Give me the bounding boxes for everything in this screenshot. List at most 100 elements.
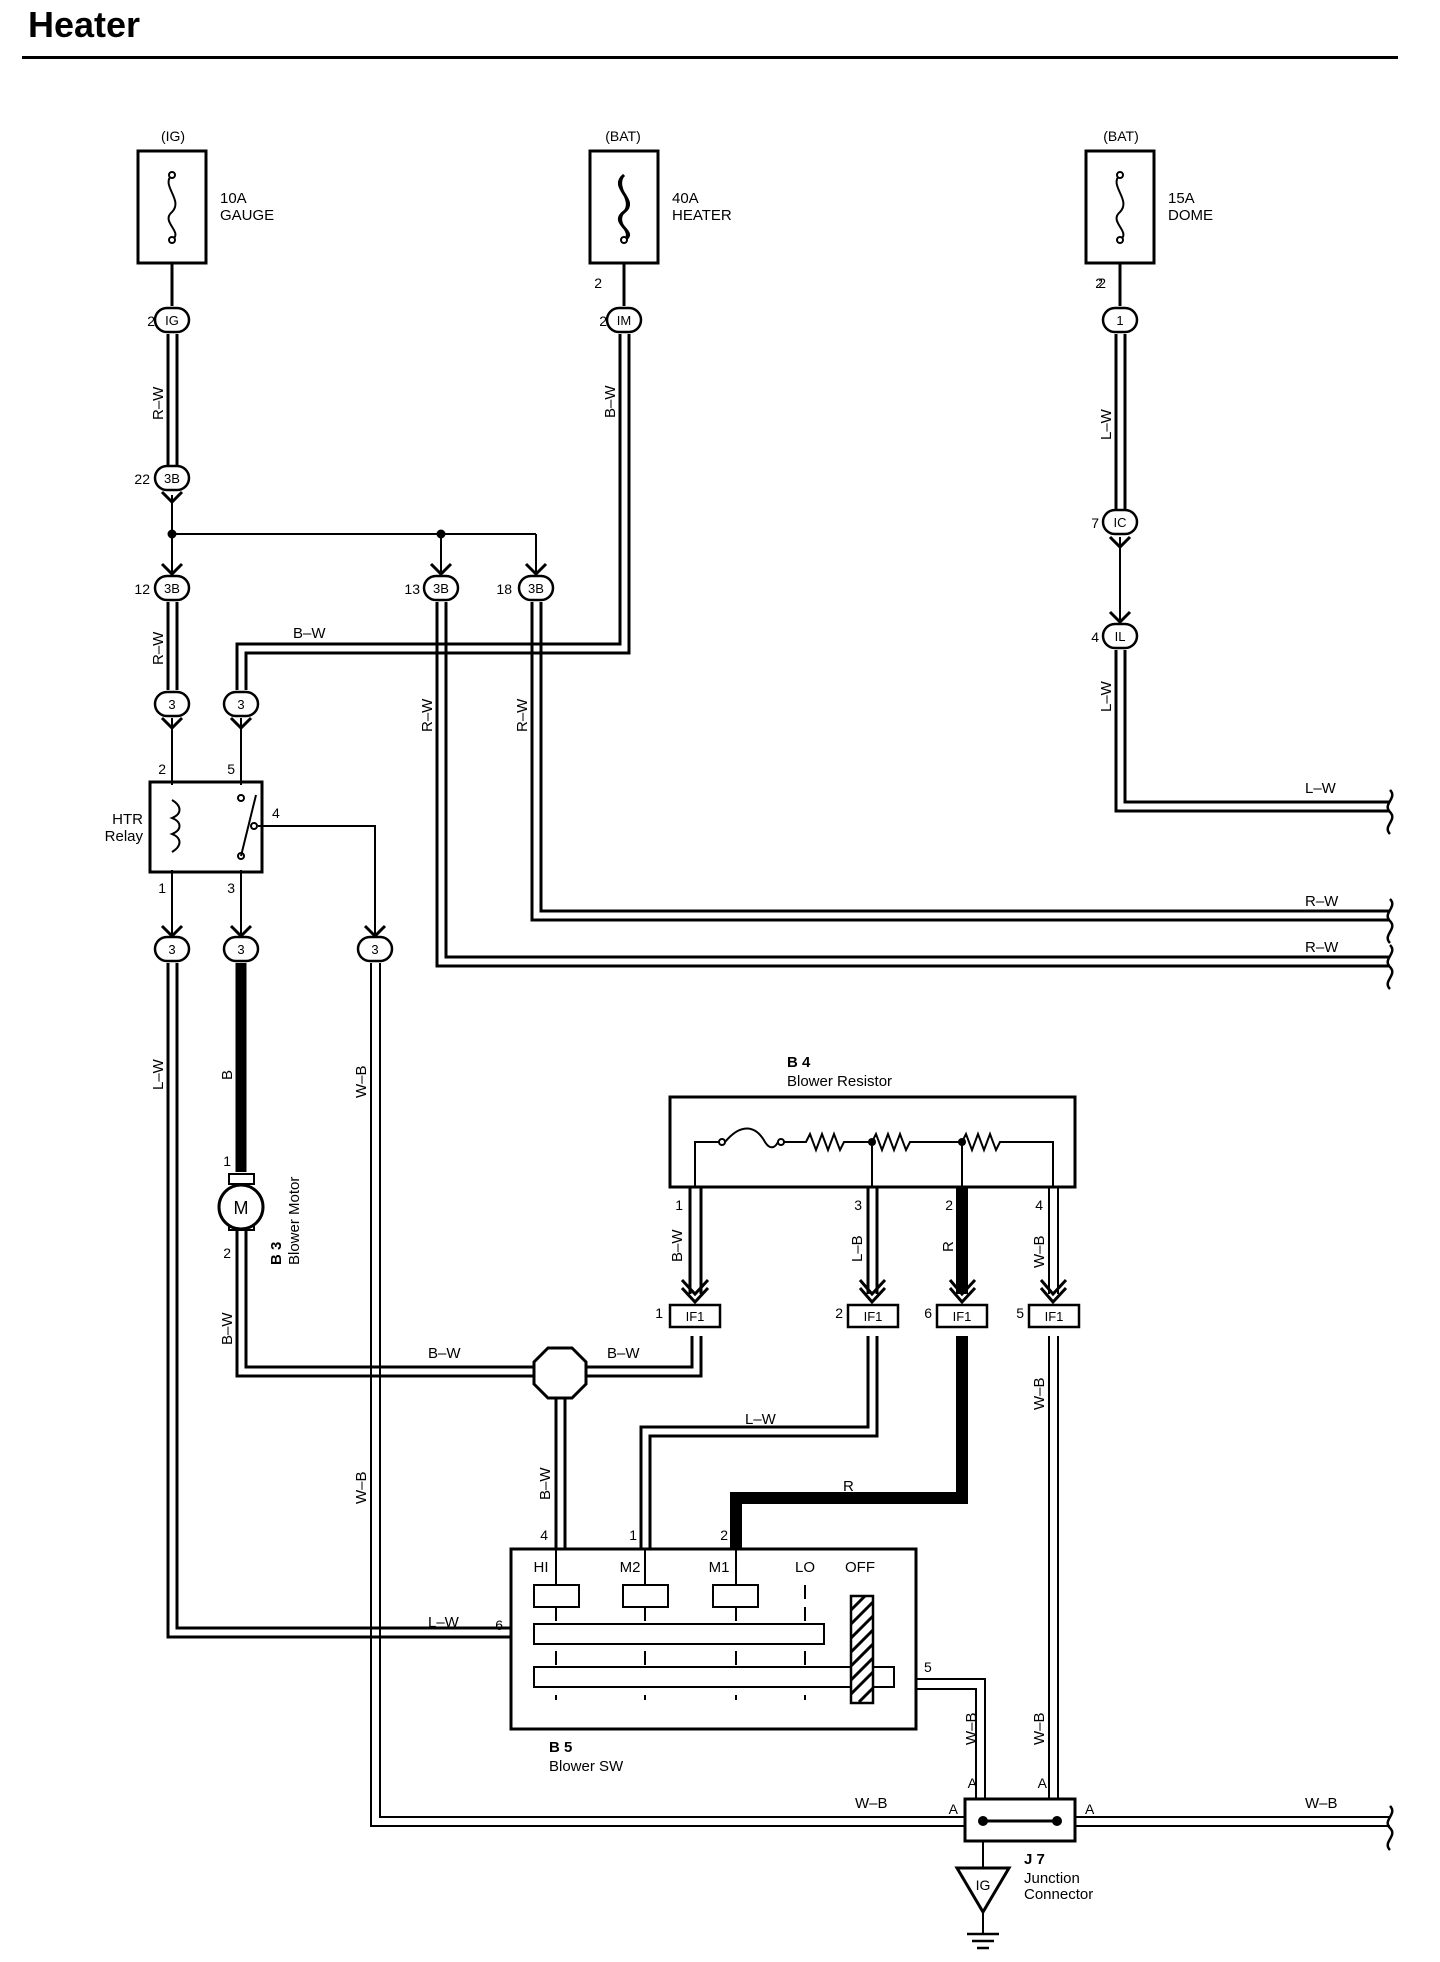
pin-label: 2 (594, 275, 602, 291)
connector-one: 2 2 1 (1095, 275, 1139, 334)
fuse-icon (1115, 174, 1125, 241)
blower-switch: HI M2 M1 LO OFF 4 1 2 (495, 1527, 932, 1775)
svg-text:W–B: W–B (353, 1065, 370, 1098)
connector-label: 3 (237, 697, 244, 712)
svg-text:6: 6 (495, 1617, 503, 1633)
svg-text:2: 2 (945, 1197, 953, 1213)
junction-name-1: Junction (1024, 1870, 1080, 1887)
connector-label: IG (165, 313, 179, 328)
connector-label: IC (1114, 515, 1127, 530)
wire-breaks (1386, 789, 1394, 1851)
fuse-source: (IG) (161, 128, 185, 144)
svg-text:W–B: W–B (1031, 1235, 1048, 1268)
pin-label: 4 (1091, 629, 1099, 645)
svg-text:L–W: L–W (1305, 780, 1337, 797)
connector-label: 3B (164, 471, 180, 486)
wire-labels: R–W R–W B–W L–W L–W R–W R–W B–W L–W R–W … (150, 385, 1339, 1812)
wires (166, 263, 1390, 1868)
fuse-gauge: (IG) 10A GAUGE (136, 128, 274, 265)
fuse-rating: 10A (220, 190, 247, 207)
switch-code: B 5 (549, 1739, 572, 1756)
relay-label-1: HTR (112, 811, 143, 828)
junction-connector: A A A A J 7 Junction Connector IG (949, 1775, 1095, 1950)
svg-text:L–W: L–W (428, 1614, 460, 1631)
svg-text:A: A (1038, 1775, 1048, 1791)
motor-icon (217, 1183, 265, 1231)
connector-im: 2 IM (599, 306, 643, 334)
pin-label: 18 (496, 581, 512, 597)
svg-text:IF1: IF1 (864, 1309, 883, 1324)
svg-text:5: 5 (227, 761, 235, 777)
svg-text:L–W: L–W (1098, 408, 1115, 440)
svg-text:5: 5 (924, 1659, 932, 1675)
connector-3b-22: 22 3B (134, 464, 191, 505)
pin-label: 2 (599, 313, 607, 329)
page-title: Heater (28, 4, 141, 45)
connector-label: 3B (528, 581, 544, 596)
fuse-icon (167, 174, 177, 241)
svg-text:A: A (949, 1801, 959, 1817)
wire-rw-1 (166, 334, 179, 466)
connector-relay-3e: 3 (356, 924, 394, 963)
splice-point (532, 1346, 588, 1400)
svg-text:IG: IG (976, 1877, 991, 1893)
svg-text:M: M (234, 1198, 249, 1218)
svg-text:3: 3 (227, 880, 235, 896)
svg-text:1: 1 (158, 880, 166, 896)
connector-label: 3B (164, 581, 180, 596)
pin-label: 2 (1095, 275, 1103, 291)
svg-text:1: 1 (675, 1197, 683, 1213)
pin-label: 12 (134, 581, 150, 597)
resistor-code: B 4 (787, 1054, 811, 1071)
fuse-dome: (BAT) 15A DOME (1084, 128, 1213, 265)
connector-if1-5: 5 IF1 (1016, 1303, 1081, 1329)
svg-text:B–W: B–W (669, 1229, 686, 1262)
svg-text:R: R (940, 1241, 957, 1252)
svg-text:1: 1 (223, 1153, 231, 1169)
arrows (680, 1278, 1068, 1305)
connector-if1-2: 2 IF1 (835, 1303, 900, 1329)
svg-text:M1: M1 (709, 1559, 730, 1576)
svg-text:A: A (1085, 1801, 1095, 1817)
switch-bar-lower (533, 1666, 895, 1688)
svg-text:IF1: IF1 (686, 1309, 705, 1324)
svg-text:R–W: R–W (1305, 893, 1339, 910)
svg-text:2: 2 (1098, 275, 1106, 291)
svg-text:4: 4 (540, 1527, 548, 1543)
htr-relay: HTR Relay 2 5 4 1 3 (105, 761, 280, 896)
connector-3b-18: 18 3B (496, 562, 555, 602)
fuse-rating: 40A (672, 190, 699, 207)
svg-text:R–W: R–W (150, 631, 167, 665)
connector-3b-13: 13 3B (404, 562, 460, 602)
svg-text:2: 2 (835, 1305, 843, 1321)
connector-if1-6: 6 IF1 (924, 1303, 989, 1329)
svg-text:R–W: R–W (514, 698, 531, 732)
svg-text:4: 4 (1035, 1197, 1043, 1213)
svg-text:W–B: W–B (1031, 1377, 1048, 1410)
svg-text:2: 2 (720, 1527, 728, 1543)
svg-text:L–W: L–W (745, 1411, 777, 1428)
connector-label: 3 (168, 942, 175, 957)
motor-code: B 3 (268, 1242, 285, 1265)
svg-text:L–B: L–B (849, 1235, 866, 1262)
svg-text:IF1: IF1 (953, 1309, 972, 1324)
svg-text:B–W: B–W (293, 625, 326, 642)
pin-label: 7 (1091, 515, 1099, 531)
svg-text:R–W: R–W (419, 698, 436, 732)
svg-text:B–W: B–W (219, 1312, 236, 1345)
svg-text:W–B: W–B (855, 1795, 888, 1812)
svg-text:HI: HI (534, 1559, 549, 1576)
relay-coil-icon (169, 799, 181, 853)
svg-text:R–W: R–W (150, 386, 167, 420)
svg-text:R–W: R–W (1305, 939, 1339, 956)
svg-text:A: A (968, 1775, 978, 1791)
svg-text:1: 1 (655, 1305, 663, 1321)
junction-name-2: Connector (1024, 1886, 1093, 1903)
connector-if1-1: 1 IF1 (655, 1303, 722, 1329)
connector-label: IL (1115, 629, 1126, 644)
svg-text:B: B (219, 1070, 236, 1080)
connector-relay-3d: 3 (222, 924, 260, 963)
motor-name: Blower Motor (286, 1177, 303, 1265)
svg-text:W–B: W–B (1305, 1795, 1338, 1812)
